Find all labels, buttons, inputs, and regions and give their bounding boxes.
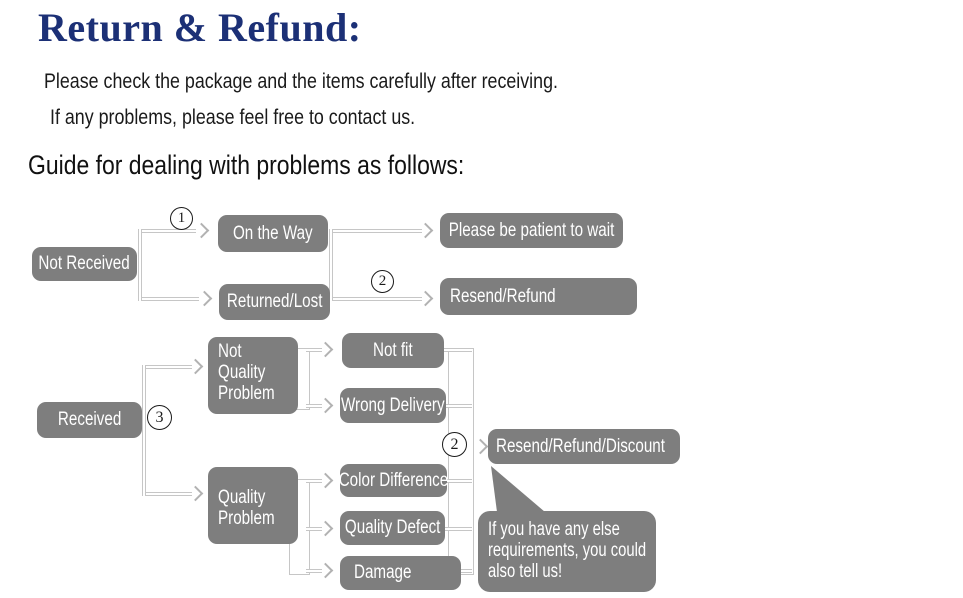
connector-to-color-difference [306,479,322,483]
connector-to-quality-problem [146,492,192,496]
connector-to-on-the-way [142,229,196,233]
connector-on-the-way-join [329,229,333,301]
speech-bubble-tail [491,466,545,512]
connector-not-received-split [138,229,142,301]
node-wrong-delivery: Wrong Delivery [340,388,446,423]
node-quality-problem: Quality Problem [208,467,298,544]
badge-step-3: 3 [147,405,172,430]
speech-bubble: If you have any else requirements, you c… [478,511,656,592]
node-damage: Damage [340,556,461,590]
arrowhead-icon [317,520,334,537]
badge-step-2-bottom: 2 [442,432,467,457]
connector-received-split [142,365,146,496]
arrowhead-icon [317,341,334,358]
node-quality-defect: Quality Defect [340,511,445,545]
arrowhead-icon [317,397,334,414]
connector-to-damage [306,569,322,573]
arrowhead-icon [187,358,204,375]
node-not-received: Not Received [32,247,137,281]
connector-to-wrong-delivery [306,404,322,408]
arrowhead-icon [196,290,213,307]
node-color-difference: Color Difference [339,464,448,497]
connector-to-not-quality-problem [146,365,192,369]
connector-not-fit-out [444,348,472,352]
arrowhead-icon [417,290,434,307]
connector-to-resend-refund [333,297,422,301]
arrowhead-icon [472,438,489,455]
node-on-the-way: On the Way [218,215,328,252]
connector-to-please-wait [333,229,422,233]
connector-collector-bus [448,348,474,575]
arrowhead-icon [193,222,210,239]
node-resend-refund-discount: Resend/Refund/Discount [488,429,680,464]
arrowhead-icon [417,222,434,239]
arrowhead-icon [187,485,204,502]
arrowhead-icon [317,472,334,489]
node-please-wait: Please be patient to wait [440,213,623,248]
arrowhead-icon [317,562,334,579]
connector-to-not-fit [306,348,322,352]
connector-to-returned-lost [142,297,199,301]
connector-quality-defect-out [445,527,472,531]
node-returned-lost: Returned/Lost [219,284,330,320]
intro-line-2-text: If any problems, please feel free to con… [50,106,416,129]
connector-to-quality-defect [306,527,322,531]
badge-step-1: 1 [170,207,193,230]
guide-heading-text: Guide for dealing with problems as follo… [28,150,465,180]
node-not-quality-problem: Not Quality Problem [208,337,298,414]
intro-line-1: Please check the package and the items c… [44,70,649,94]
connector-color-difference-out [447,479,472,483]
page-title: Return & Refund: [38,5,362,50]
intro-line-1-text: Please check the package and the items c… [44,70,558,93]
node-not-fit: Not fit [342,333,444,368]
intro-line-2: If any problems, please feel free to con… [50,106,480,130]
node-resend-refund: Resend/Refund [440,278,637,315]
node-received: Received [37,402,142,438]
connector-wrong-delivery-out [446,404,472,408]
guide-heading: Guide for dealing with problems as follo… [28,150,541,181]
badge-step-2: 2 [371,270,394,293]
